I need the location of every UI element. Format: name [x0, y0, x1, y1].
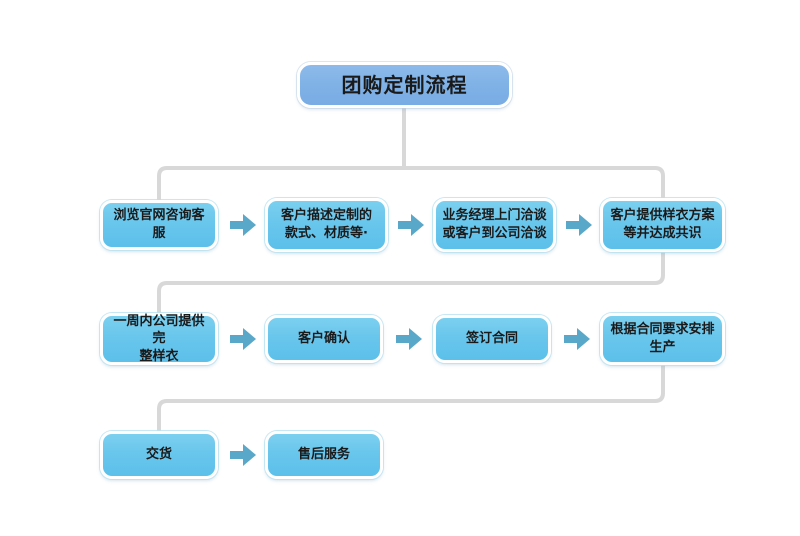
arrow-shaft [230, 335, 244, 343]
row1-to-row2-connector [157, 250, 665, 315]
arrow-right-icon [230, 444, 256, 466]
flowchart-step-node[interactable]: 客户提供样衣方案 等并达成共识 [600, 198, 725, 252]
flowchart-step-label: 客户确认 [297, 331, 350, 347]
arrow-right-icon [230, 214, 256, 236]
flowchart-step-label: 签订合同 [465, 331, 518, 347]
flowchart-step-label: 售后服务 [297, 447, 350, 463]
arrow-head [243, 328, 256, 350]
flowchart-step-node[interactable]: 交货 [100, 431, 218, 479]
flowchart-title-label: 团购定制流程 [341, 72, 468, 97]
arrow-shaft [566, 221, 580, 229]
flowchart-step-node[interactable]: 一周内公司提供完 整样衣 [100, 313, 218, 365]
arrow-right-icon [564, 328, 590, 350]
flowchart-step-node[interactable]: 业务经理上门洽谈 或客户到公司洽谈 [433, 198, 556, 252]
flowchart-step-label: 浏览官网咨询客服 [113, 208, 205, 241]
arrow-shaft [396, 335, 410, 343]
flowchart-step-node[interactable]: 浏览官网咨询客服 [100, 200, 218, 250]
flowchart-step-node[interactable]: 签订合同 [433, 315, 551, 363]
arrow-right-icon [396, 328, 422, 350]
flowchart-step-label: 客户提供样衣方案 等并达成共识 [610, 208, 715, 241]
arrow-shaft [230, 451, 244, 459]
flowchart-step-label: 根据合同要求安排 生产 [610, 322, 715, 355]
arrow-right-icon [566, 214, 592, 236]
arrow-head [409, 328, 422, 350]
arrow-head [243, 444, 256, 466]
arrow-head [243, 214, 256, 236]
flowchart-title-node[interactable]: 团购定制流程 [297, 62, 512, 108]
arrow-right-icon [230, 328, 256, 350]
flowchart-step-label: 业务经理上门洽谈 或客户到公司洽谈 [442, 208, 547, 241]
arrow-head [577, 328, 590, 350]
title-to-row1-connector [157, 106, 665, 202]
flowchart-step-label: 客户描述定制的 款式、材质等· [280, 208, 372, 241]
arrow-shaft [398, 221, 412, 229]
arrow-shaft [564, 335, 578, 343]
arrow-shaft [230, 221, 244, 229]
flowchart-step-node[interactable]: 客户描述定制的 款式、材质等· [265, 198, 388, 252]
arrow-head [411, 214, 424, 236]
row2-to-row3-connector [157, 363, 665, 433]
arrow-head [579, 214, 592, 236]
arrow-right-icon [398, 214, 424, 236]
flowchart-step-label: 一周内公司提供完 整样衣 [113, 313, 205, 364]
flowchart-step-node[interactable]: 售后服务 [265, 431, 383, 479]
flowchart-step-node[interactable]: 根据合同要求安排 生产 [600, 313, 725, 365]
flowchart-step-node[interactable]: 客户确认 [265, 315, 383, 363]
flowchart-step-label: 交货 [145, 447, 172, 463]
